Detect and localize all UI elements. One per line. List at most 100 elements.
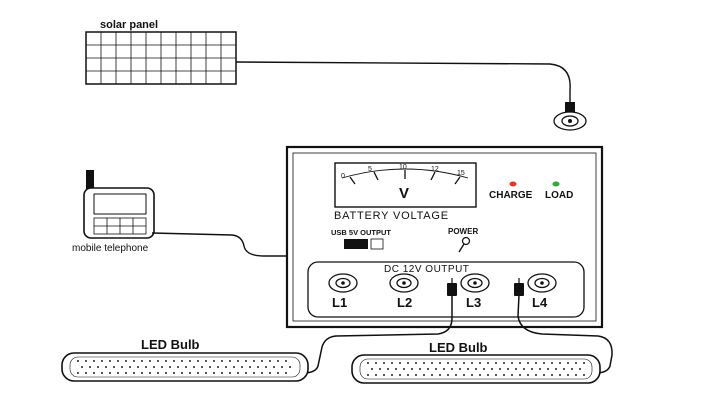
led-dot — [237, 372, 239, 374]
phone-label: mobile telephone — [72, 243, 149, 254]
led-dot — [125, 360, 127, 362]
led-dot — [285, 360, 287, 362]
phone-screen — [93, 193, 147, 215]
controller-inner — [292, 152, 597, 322]
led-dot — [165, 372, 167, 374]
led-dot — [471, 374, 473, 376]
led-dot — [205, 360, 207, 362]
solar-panel: solar panel — [85, 19, 237, 85]
charge-led — [509, 181, 517, 187]
led-bulb-2-leds — [367, 362, 585, 376]
dc-output-panel: DC 12V OUTPUT L1 L2 — [307, 261, 585, 318]
led-dot — [447, 374, 449, 376]
led-dot — [367, 374, 369, 376]
led-dot — [229, 360, 231, 362]
led-dot — [551, 362, 553, 364]
led-dot — [209, 366, 211, 368]
solar-input-socket[interactable] — [553, 111, 587, 131]
voltmeter-arc — [341, 168, 469, 179]
led-dot — [109, 372, 111, 374]
led-dot — [559, 362, 561, 364]
voltmeter: 0 5 10 12 15 V — [334, 162, 477, 208]
led-dot — [547, 368, 549, 370]
led-dot — [249, 366, 251, 368]
load-label: LOAD — [545, 190, 573, 201]
led-dot — [257, 366, 259, 368]
led-dot — [277, 360, 279, 362]
led-dot — [527, 362, 529, 364]
led-dot — [77, 360, 79, 362]
led-dot — [419, 368, 421, 370]
led-dot — [105, 366, 107, 368]
led-dot — [261, 360, 263, 362]
led-dot — [427, 368, 429, 370]
led-dot — [133, 372, 135, 374]
led-dot — [451, 368, 453, 370]
led-dot — [181, 360, 183, 362]
led-dot — [423, 362, 425, 364]
led-dot — [269, 360, 271, 362]
led-dot — [495, 362, 497, 364]
dc-port-l2[interactable] — [389, 273, 419, 293]
led-dot — [411, 368, 413, 370]
meter-tick-5: 5 — [368, 166, 372, 173]
led-dot — [515, 368, 517, 370]
led-dot — [281, 366, 283, 368]
led-dot — [213, 372, 215, 374]
led-dot — [391, 374, 393, 376]
led-dot — [117, 360, 119, 362]
led-dot — [579, 368, 581, 370]
led-dot — [97, 366, 99, 368]
dc-port-l4[interactable] — [527, 273, 557, 293]
led-bulb-1-label: LED Bulb — [141, 337, 200, 352]
led-dot — [205, 372, 207, 374]
led-dot — [173, 360, 175, 362]
power-switch[interactable] — [458, 236, 471, 253]
led-dot — [285, 372, 287, 374]
dc-port-l1[interactable] — [328, 273, 358, 293]
led-dot — [511, 362, 513, 364]
led-dot — [491, 368, 493, 370]
led-dot — [555, 368, 557, 370]
led-dot — [439, 362, 441, 364]
led-dot — [109, 360, 111, 362]
led-dot — [169, 366, 171, 368]
led-dot — [213, 360, 215, 362]
led-dot — [101, 372, 103, 374]
led-dot — [431, 374, 433, 376]
led-dot — [407, 362, 409, 364]
phone-keypad — [93, 217, 147, 235]
led-dot — [463, 362, 465, 364]
led-bulb-2-label: LED Bulb — [429, 340, 488, 355]
led-dot — [539, 368, 541, 370]
led-dot — [265, 366, 267, 368]
led-dot — [89, 366, 91, 368]
led-dot — [197, 372, 199, 374]
led-dot — [399, 374, 401, 376]
led-dot — [415, 374, 417, 376]
dc-port-l3[interactable] — [460, 273, 490, 293]
led-dot — [471, 362, 473, 364]
led-dot — [571, 368, 573, 370]
led-dot — [551, 374, 553, 376]
led-dot — [93, 360, 95, 362]
meter-unit: V — [399, 185, 409, 202]
led-dot — [193, 366, 195, 368]
led-dot — [443, 368, 445, 370]
led-dot — [487, 362, 489, 364]
led-dot — [241, 366, 243, 368]
led-dot — [527, 374, 529, 376]
solar-plug — [565, 102, 575, 112]
usb-output-label: USB 5V OUTPUT — [331, 228, 391, 237]
led-dot — [407, 374, 409, 376]
led-dot — [495, 374, 497, 376]
phone-antenna — [86, 170, 94, 190]
led-dot — [447, 362, 449, 364]
usb-port[interactable] — [344, 239, 368, 249]
meter-tick-0: 0 — [341, 173, 345, 180]
led-dot — [85, 372, 87, 374]
led-dot — [583, 362, 585, 364]
led-dot — [269, 372, 271, 374]
led-dot — [367, 362, 369, 364]
led-dot — [423, 374, 425, 376]
